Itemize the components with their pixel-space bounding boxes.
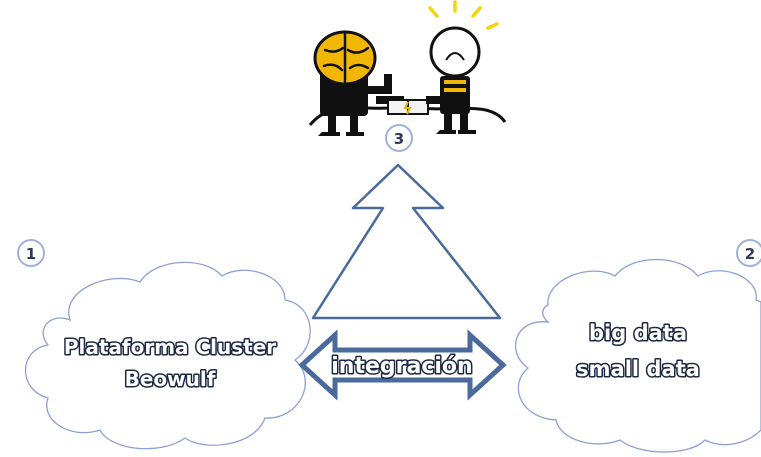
integration-arrow: integración: [298, 329, 507, 401]
cloud-left-line2: Beowulf: [125, 367, 216, 391]
marker-2: 2: [736, 239, 761, 267]
cloud-right-line1: big data: [589, 321, 687, 345]
lightbulb-icon: [426, 26, 481, 134]
up-arrow: [311, 163, 502, 320]
marker-1-label: 1: [26, 245, 36, 263]
marker-1: 1: [17, 239, 45, 267]
integration-label: integración: [331, 354, 472, 379]
cloud-right-line2: small data: [576, 357, 700, 381]
bulb-glow-icon: [428, 0, 499, 30]
plug-icon: [387, 99, 429, 115]
cloud-right: big data small data: [514, 258, 761, 453]
marker-3: 3: [385, 124, 413, 152]
brain-icon: [313, 30, 404, 136]
marker-2-label: 2: [745, 245, 755, 263]
cloud-left-line1: Plataforma Cluster: [64, 335, 276, 359]
brain-lightbulb-plug-icon: [308, 0, 507, 136]
cloud-left: Plataforma Cluster Beowulf: [25, 261, 311, 450]
marker-3-label: 3: [394, 130, 404, 148]
